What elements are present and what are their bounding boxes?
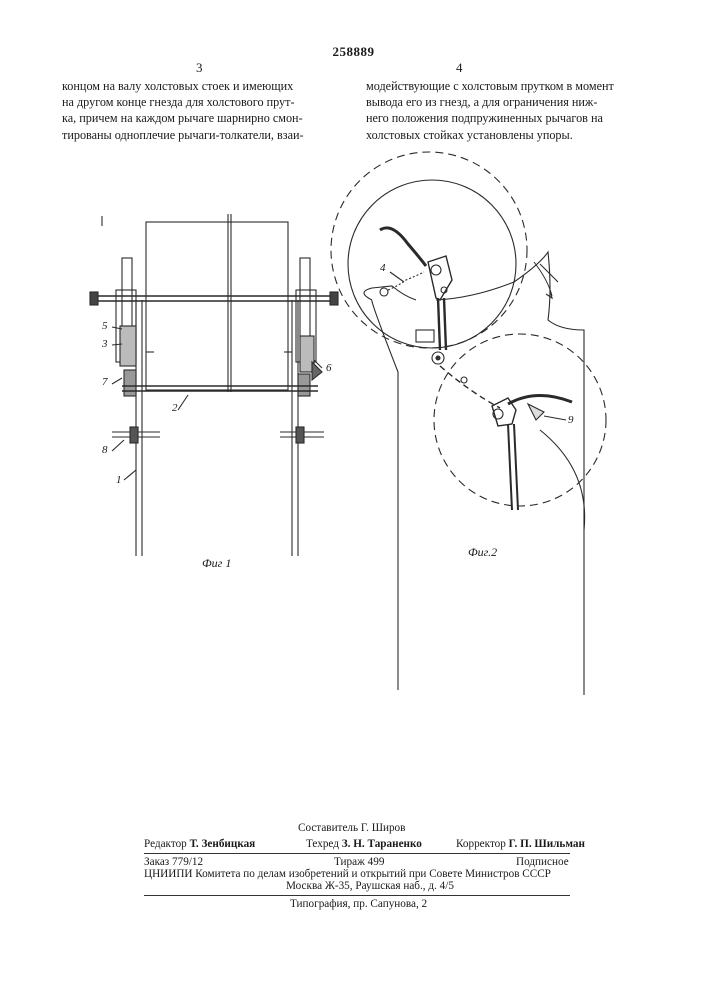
right-text-column: модействующие с холстовым прутком в моме… (366, 78, 654, 143)
right-text-line: вывода его из гнезд, а для ограничения н… (366, 94, 654, 110)
fig1-label-3: 3 (102, 338, 108, 350)
fig2-label-4: 4 (380, 262, 386, 274)
compiler-line: Составитель Г. Широв (298, 822, 405, 835)
left-text-line: ка, причем на каждом рычаге шарнирно смо… (62, 110, 344, 126)
right-text-line: модействующие с холстовым прутком в моме… (366, 78, 654, 94)
fig1-label-1: 1 (116, 474, 122, 486)
fig1-label-8: 8 (102, 444, 108, 456)
fig1-label-7: 7 (102, 376, 108, 388)
left-text-line: на другом конце гнезда для холстового пр… (62, 94, 344, 110)
address-line: Москва Ж-35, Раушская наб., д. 4/5 (286, 880, 454, 893)
techred-name: З. Н. Тараненко (342, 838, 422, 850)
divider (144, 853, 570, 854)
editor-role: Редактор (144, 838, 187, 850)
right-text-line: холстовых стойках установлены упоры. (366, 127, 654, 143)
left-column-number: 3 (196, 60, 203, 76)
fig1-label-6: 6 (326, 362, 332, 374)
printer-line: Типография, пр. Сапунова, 2 (290, 898, 427, 911)
editor-credit: Редактор Т. Зенбицкая (144, 838, 255, 851)
editor-name: Т. Зенбицкая (190, 838, 256, 850)
corrector-role: Корректор (456, 838, 506, 850)
left-text-column: концом на валу холстовых стоек и имеющих… (62, 78, 344, 143)
figure-1-caption: Фиг 1 (202, 556, 231, 571)
divider (144, 895, 570, 896)
upper-roll-circle (348, 180, 516, 348)
techred-role: Техред (306, 838, 339, 850)
fig2-label-9: 9 (568, 414, 574, 426)
corrector-credit: Корректор Г. П. Шильман (456, 838, 585, 851)
techred-credit: Техред З. Н. Тараненко (306, 838, 422, 851)
fig1-label-5: 5 (102, 320, 108, 332)
left-text-line: тированы одноплечие рычаги-толкатели, вз… (62, 127, 344, 143)
cloth-roll (146, 222, 288, 390)
left-text-line: концом на валу холстовых стоек и имеющих (62, 78, 344, 94)
patent-number: 258889 (0, 44, 707, 60)
corrector-name: Г. П. Шильман (509, 838, 585, 850)
right-text-line: него положения подпружиненных рычагов на (366, 110, 654, 126)
fig1-label-2: 2 (172, 402, 178, 414)
right-column-number: 4 (456, 60, 463, 76)
figure-2-caption: Фиг.2 (468, 545, 497, 560)
